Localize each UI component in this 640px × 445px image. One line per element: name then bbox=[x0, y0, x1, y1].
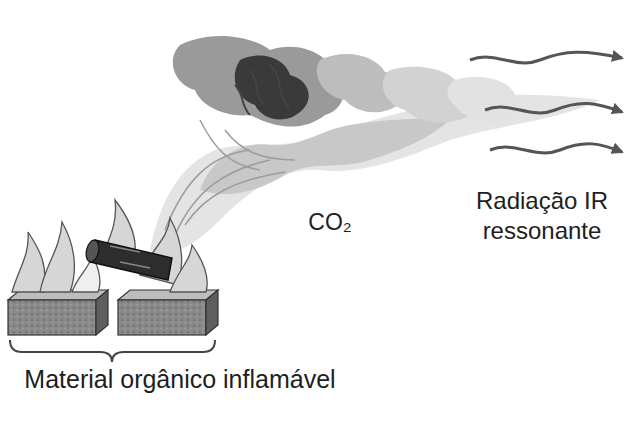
material-label: Material orgânico inflamável bbox=[20, 364, 340, 395]
burning-log bbox=[84, 239, 172, 280]
ir-radiation-arrows bbox=[470, 52, 622, 153]
bracket bbox=[10, 340, 215, 362]
bricks bbox=[8, 290, 218, 335]
gas-formula: CO₂ bbox=[295, 208, 365, 237]
radiation-label: Radiação IR ressonante bbox=[462, 186, 622, 246]
flames bbox=[12, 200, 207, 292]
